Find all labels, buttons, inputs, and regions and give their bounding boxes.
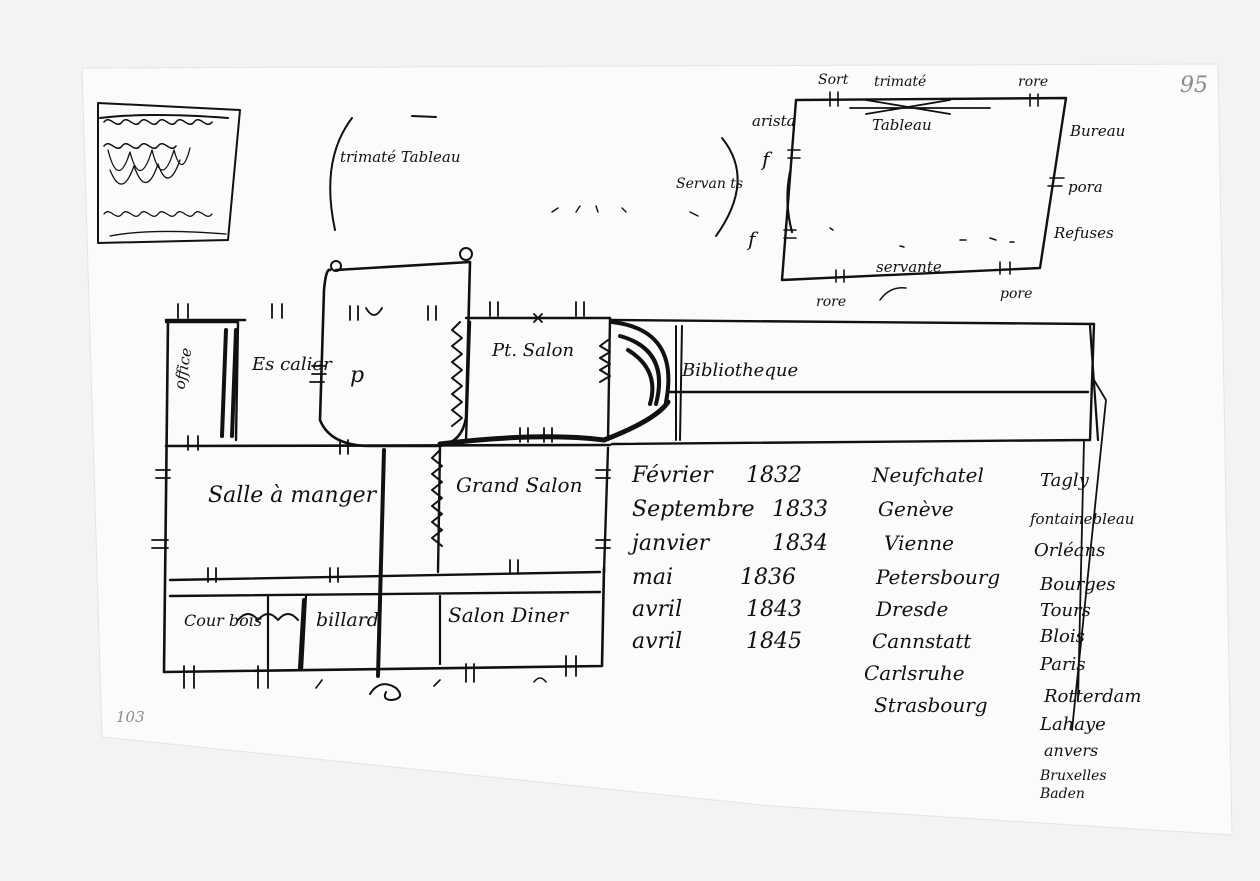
city: Genève <box>878 497 954 521</box>
city: Bruxelles <box>1039 768 1107 784</box>
scribble-sketch <box>97 102 241 244</box>
room-petit-salon: Pt. Salon <box>491 340 574 361</box>
small-plan-bottom-right: pore <box>1000 286 1032 302</box>
date-year: 1845 <box>746 629 802 654</box>
cities-column-1: Neufchatel Genève Vienne Petersbourg Dre… <box>864 463 1000 717</box>
city: Strasbourg <box>874 693 988 717</box>
city: anvers <box>1044 741 1098 760</box>
city: Orléans <box>1034 540 1105 561</box>
city: fontainebleau <box>1029 510 1134 528</box>
room-billard: billard <box>316 609 379 631</box>
small-plan-top-right: rore <box>1018 74 1048 90</box>
small-plan-left-label: arista <box>752 112 796 130</box>
paper <box>81 63 1233 836</box>
city: Tours <box>1040 600 1091 621</box>
date-year: 1836 <box>740 565 796 590</box>
room-bibliotheque: Bibliotheque <box>681 360 798 381</box>
small-plan-right-3: Refuses <box>1053 224 1114 242</box>
city: Vienne <box>884 531 954 555</box>
page-number: 95 <box>1180 73 1208 98</box>
city: Tagly <box>1040 470 1090 491</box>
city: Bourges <box>1039 574 1116 595</box>
room-cour-bois: Cour bois <box>184 611 262 630</box>
floor-plan: office Es calier p Pt. Salon Bibliothequ… <box>151 247 1107 731</box>
date-month: janvier <box>627 531 711 556</box>
date-month: mai <box>632 565 673 590</box>
dates-list: Février 1832 Septembre 1833 janvier 1834… <box>627 463 828 654</box>
small-plan-right-1: Bureau <box>1069 122 1125 140</box>
city: Blois <box>1039 626 1085 647</box>
date-month: avril <box>632 597 682 622</box>
oval-niche-label: trimaté Tableau <box>340 148 461 166</box>
date-year: 1843 <box>746 597 802 622</box>
date-month: Septembre <box>632 497 755 522</box>
room-salle-a-manger: Salle à manger <box>208 483 378 508</box>
city: Baden <box>1039 786 1085 802</box>
catalog-number: 103 <box>116 708 145 726</box>
city: Rotterdam <box>1043 686 1141 707</box>
room-escalier: Es calier <box>251 354 333 375</box>
city: Petersbourg <box>875 565 1000 589</box>
date-year: 1834 <box>772 531 828 556</box>
city: Carlsruhe <box>864 661 965 685</box>
cities-column-2: Tagly fontainebleau Orléans Bourges Tour… <box>1029 470 1141 802</box>
date-year: 1832 <box>746 463 802 488</box>
servants-niche-label: Servan ts <box>676 176 743 192</box>
city: Cannstatt <box>872 629 972 653</box>
small-plan-bottom-left: rore <box>816 294 846 310</box>
room-salon-diner: Salon Diner <box>448 603 569 627</box>
oval-niche: trimaté Tableau <box>329 115 461 231</box>
room-p: p <box>350 363 364 388</box>
small-plan-tableau: Tableau <box>872 116 932 134</box>
city: Dresde <box>875 597 948 621</box>
date-month: Février <box>631 463 714 488</box>
room-grand-salon: Grand Salon <box>456 473 582 497</box>
small-plan-top-left: Sort <box>818 72 849 88</box>
small-plan-bottom-middle: servante <box>876 258 942 276</box>
date-year: 1833 <box>772 497 828 522</box>
small-plan-top-middle: trimaté <box>874 74 926 90</box>
city: Paris <box>1039 654 1086 675</box>
city: Lahaye <box>1039 714 1106 735</box>
date-month: avril <box>632 629 682 654</box>
small-plan-right-2: pora <box>1068 178 1103 196</box>
city: Neufchatel <box>871 463 984 487</box>
servants-niche: Servan ts <box>551 137 743 237</box>
